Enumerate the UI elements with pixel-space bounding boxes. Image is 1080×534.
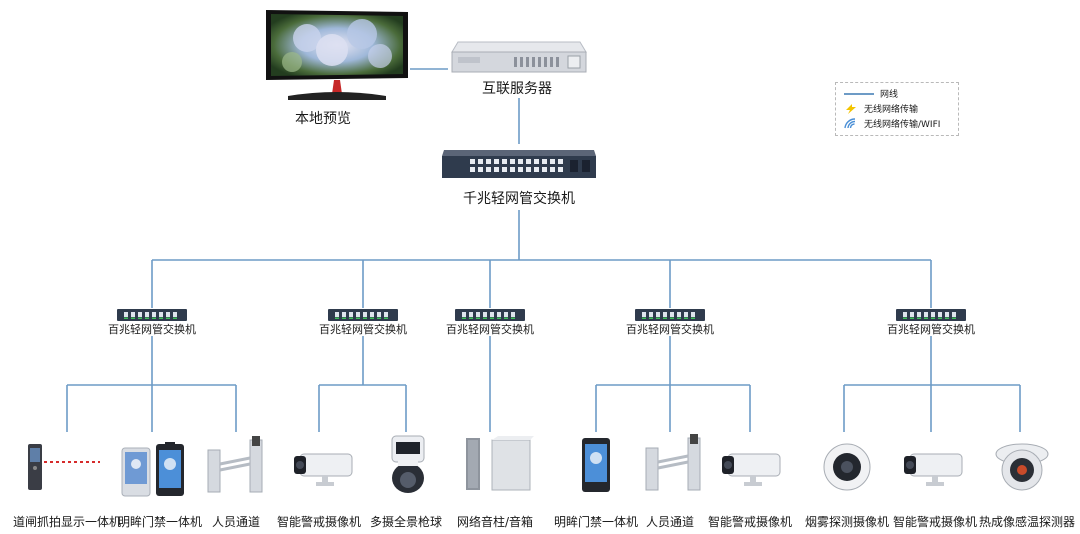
device-label: 人员通道: [211, 515, 261, 529]
access-switch-label: 百兆轻网管交换机: [319, 323, 407, 336]
bullet-camera-icon: [722, 453, 781, 486]
access-switch-label: 百兆轻网管交换机: [626, 323, 714, 336]
device-label: 智能警戒摄像机: [707, 515, 793, 529]
smoke-camera-icon: [823, 443, 871, 491]
access-switch-icon: [896, 309, 966, 321]
bullet-camera-icon: [294, 453, 353, 486]
core-switch-icon: [442, 150, 596, 178]
lightning-icon: [846, 103, 856, 114]
device-label: 明眸门禁一体机: [117, 515, 203, 529]
device-label: 智能警戒摄像机: [892, 515, 978, 529]
access-switch-label: 百兆轻网管交换机: [108, 323, 196, 336]
access-switch-label: 百兆轻网管交换机: [446, 323, 534, 336]
speaker-column-icon: [466, 436, 534, 491]
turnstile-icon: [207, 436, 263, 493]
device-label: 热成像感温探测器: [978, 515, 1076, 529]
legend: 网线 无线网络传输 无线网络传输/WIFI: [835, 82, 959, 136]
bullet-camera-icon: [904, 453, 963, 486]
access-switch-icon: [635, 309, 705, 321]
device-label: 网络音柱/音箱: [456, 515, 534, 529]
face-access-terminal-icon: [121, 442, 184, 497]
wifi-icon: [844, 117, 856, 128]
wired-line-swatch: [844, 92, 874, 95]
legend-wireless-label: 无线网络传输: [864, 105, 919, 115]
thermal-turret-icon: [995, 443, 1049, 491]
access-switch-icon: [455, 309, 525, 321]
monitor-label: 本地预览: [295, 111, 351, 127]
device-label: 智能警戒摄像机: [276, 515, 362, 529]
access-switch-icon: [117, 309, 187, 321]
legend-wired-label: 网线: [880, 90, 899, 100]
access-switch-icon: [328, 309, 398, 321]
face-access-terminal-icon: [582, 438, 610, 492]
device-label: 道闸抓拍显示一体机: [12, 515, 122, 529]
monitor-icon: [266, 10, 408, 100]
turnstile-icon: [645, 434, 701, 491]
legend-wifi-label: 无线网络传输/WIFI: [864, 120, 941, 130]
gate-terminal-icon: [28, 444, 100, 490]
device-label: 人员通道: [645, 515, 695, 529]
panoramic-camera-icon: [391, 435, 425, 493]
device-label: 多摄全景枪球: [369, 515, 443, 529]
device-label: 烟雾探测摄像机: [804, 515, 890, 529]
server-label: 互联服务器: [482, 81, 552, 97]
access-switch-label: 百兆轻网管交换机: [887, 323, 975, 336]
core-switch-label: 千兆轻网管交换机: [463, 191, 575, 207]
server-icon: [451, 41, 587, 73]
device-label: 明眸门禁一体机: [553, 515, 639, 529]
